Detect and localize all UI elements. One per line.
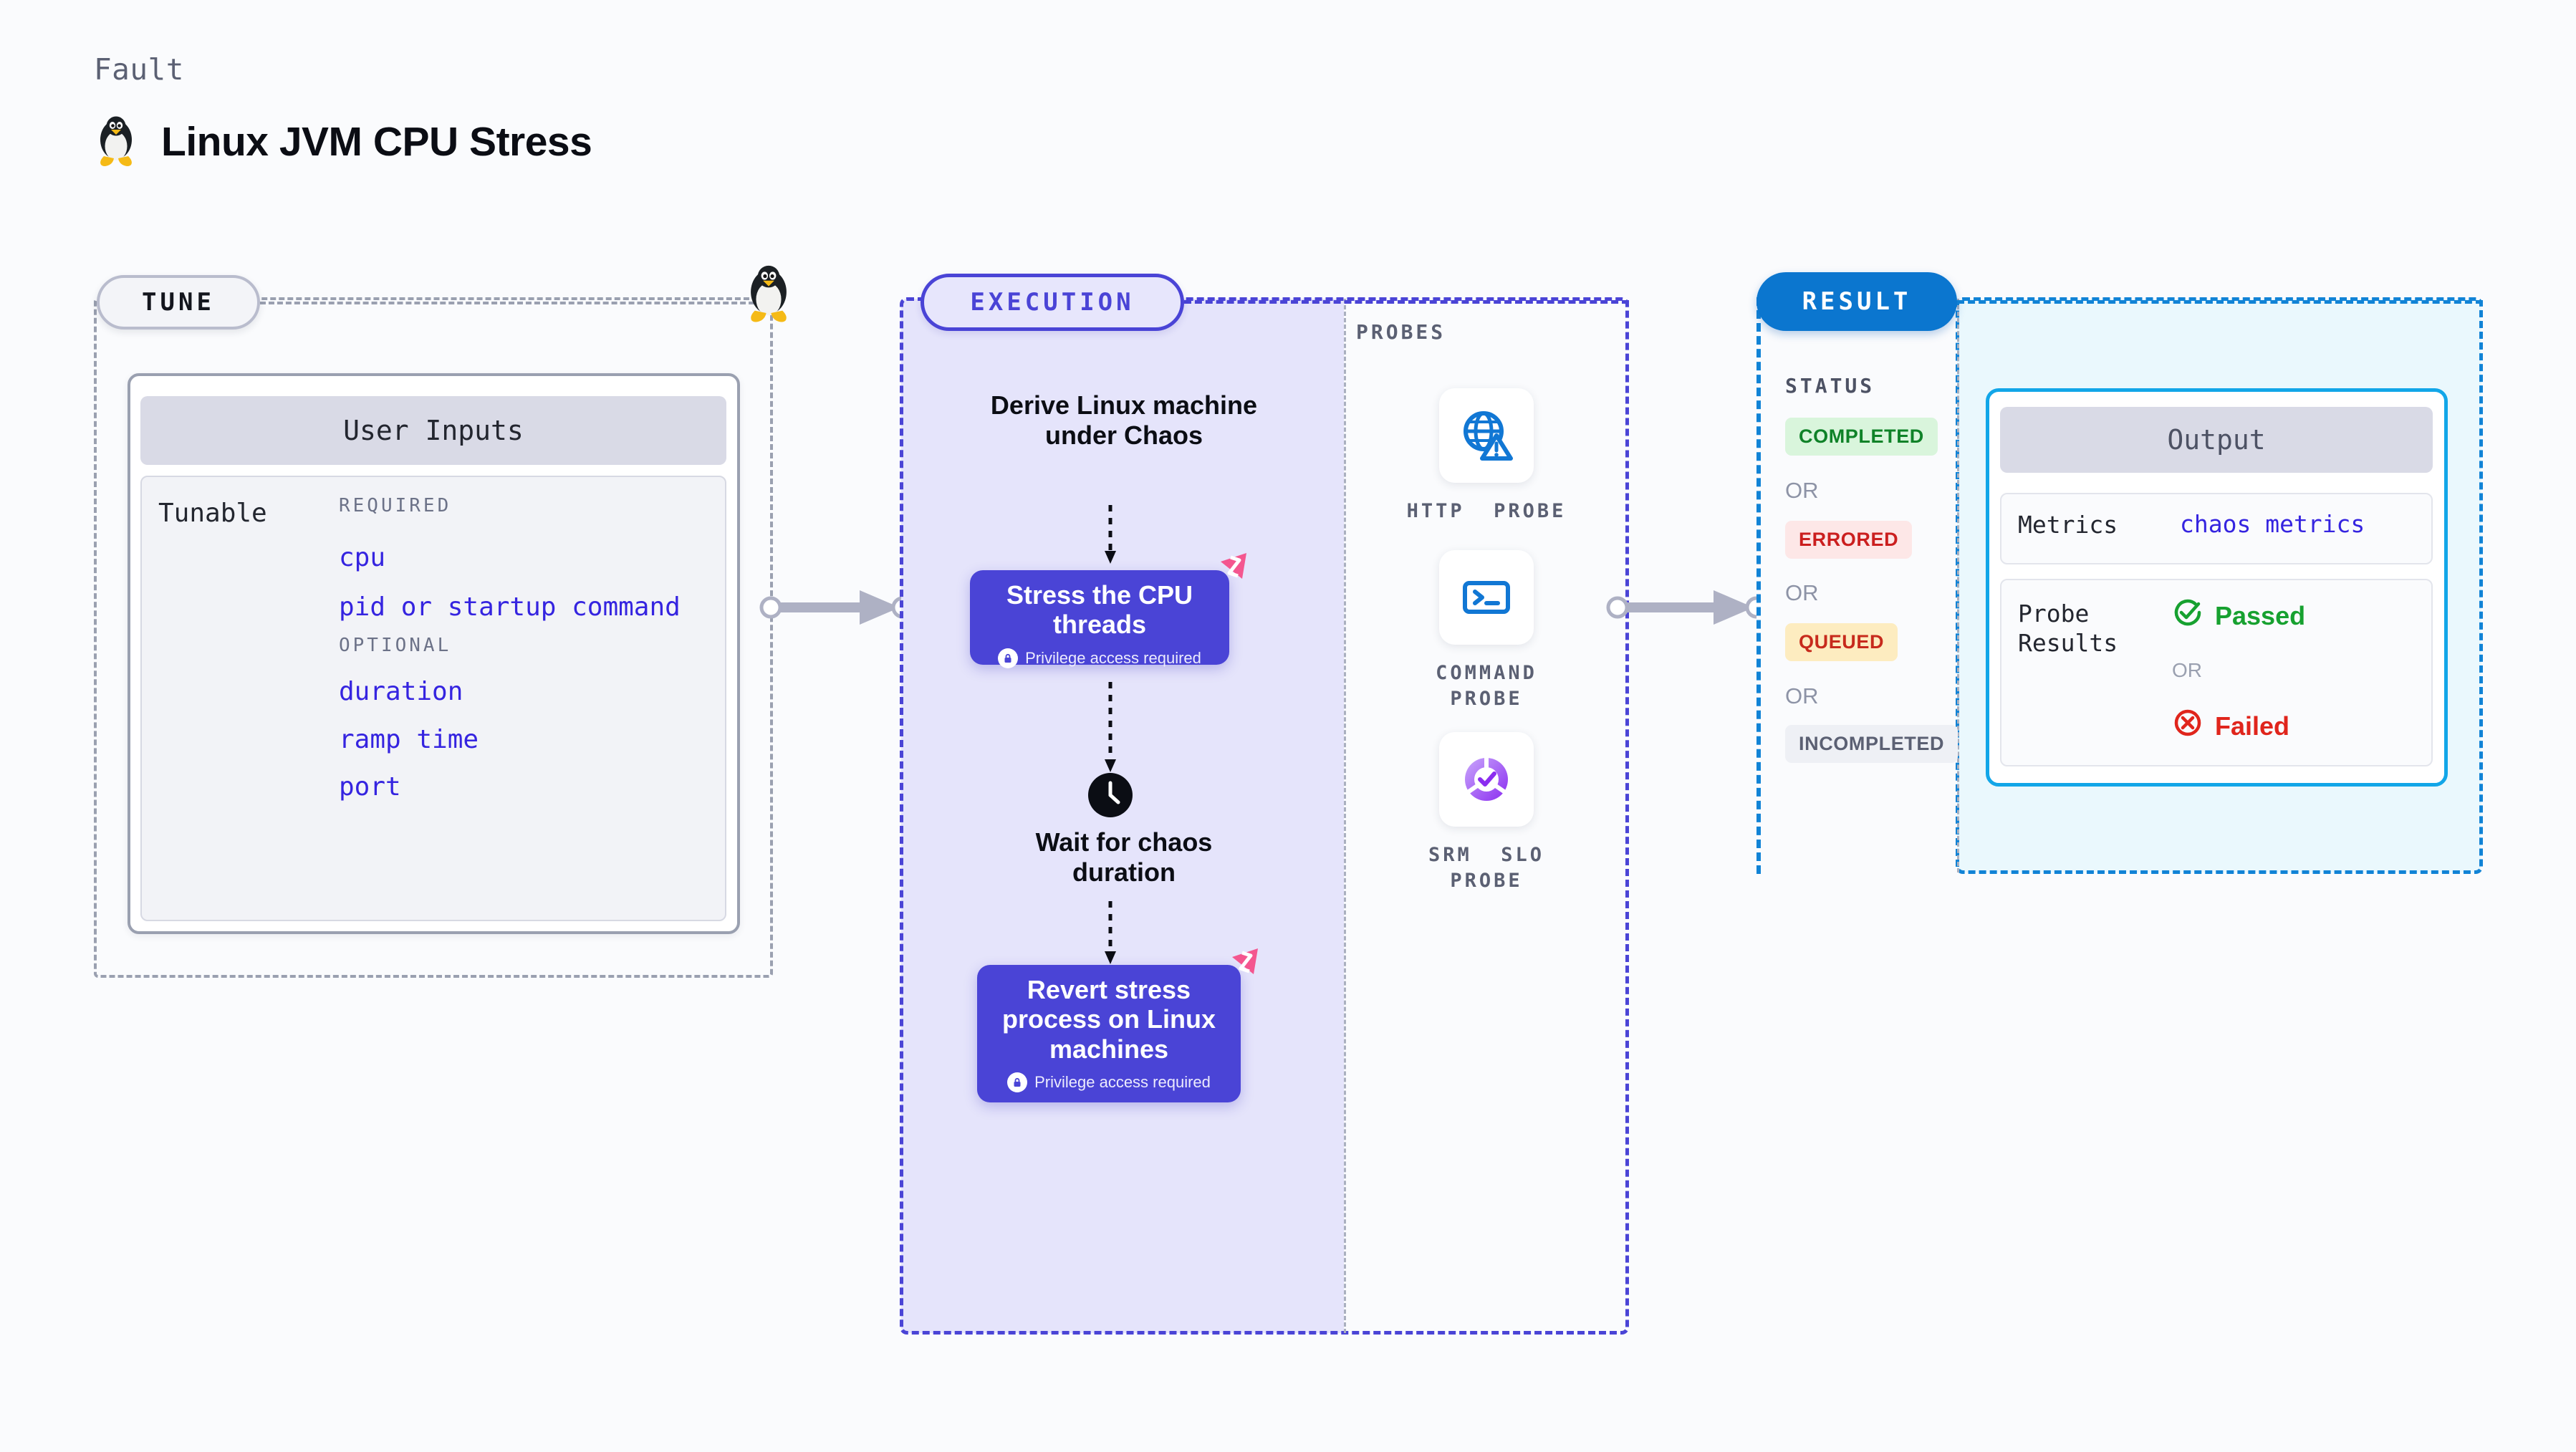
tunable-label: Tunable [158, 499, 267, 528]
status-or-0: OR [1785, 478, 1819, 503]
optional-group-label: OPTIONAL [339, 635, 452, 656]
probe-result-failed: Failed [2172, 707, 2289, 745]
user-inputs-body [140, 476, 726, 921]
result-left-dash [1756, 297, 1761, 874]
required-group-label: REQUIRED [339, 495, 452, 516]
status-divider [1957, 299, 1959, 872]
probe-result-or: OR [2172, 659, 2202, 681]
execution-step-derive-line2: under Chaos [1044, 420, 1203, 451]
execution-fill [901, 299, 1344, 1333]
globe-warning-icon [1439, 388, 1534, 483]
status-badge-errored: ERRORED [1785, 521, 1913, 559]
litmus-logo-icon [1211, 544, 1255, 592]
tunable-duration[interactable]: duration [339, 677, 463, 706]
arrow-derive-to-stress [1101, 505, 1120, 570]
execution-step-derive-line1: Derive Linux machine [990, 390, 1258, 420]
connector-tune-to-execution [759, 586, 917, 629]
output-metrics-row [2000, 493, 2433, 564]
status-section-label: STATUS [1785, 374, 1875, 398]
tunable-pid-or-startup-command[interactable]: pid or startup command [339, 592, 681, 622]
probe-result-failed-label: Failed [2215, 711, 2290, 741]
arrow-wait-to-revert [1101, 901, 1120, 971]
litmus-logo-icon [1222, 940, 1267, 988]
execution-step-wait-line2: duration [1072, 857, 1176, 888]
execution-step-derive: Derive Linux machine under Chaos [949, 390, 1299, 451]
arrow-stress-to-wait [1101, 682, 1120, 779]
status-column-bg [1756, 297, 1959, 874]
status-badge-incompleted: INCOMPLETED [1785, 725, 1959, 763]
execution-panel [900, 297, 1629, 1335]
tunable-port[interactable]: port [339, 772, 401, 802]
output-title: Output [2000, 407, 2433, 473]
lock-icon [1007, 1072, 1028, 1093]
execution-node-revert-sub: Privilege access required [977, 1072, 1241, 1093]
lock-icon [998, 648, 1019, 668]
execution-top-dash [1184, 300, 1629, 304]
execution-step-wait: Wait for chaos duration [992, 827, 1256, 888]
execution-node-revert-sub-text: Privilege access required [1034, 1073, 1211, 1092]
status-or-1: OR [1785, 580, 1819, 605]
probe-result-passed: Passed [2172, 597, 2305, 635]
execution-step-wait-line1: Wait for chaos [1035, 827, 1213, 857]
result-stage-badge[interactable]: RESULT [1756, 272, 1957, 331]
fault-kicker: Fault [94, 52, 184, 87]
status-badge-completed: COMPLETED [1785, 418, 1938, 456]
x-circle-icon [2172, 707, 2203, 745]
fault-title-row: Linux JVM CPU Stress [94, 115, 592, 169]
user-inputs-title: User Inputs [140, 396, 726, 465]
output-metrics-value[interactable]: chaos metrics [2180, 510, 2365, 538]
tunable-cpu[interactable]: cpu [339, 543, 386, 572]
probes-section-label: PROBES [1356, 320, 1446, 344]
slo-donut-check-icon [1439, 732, 1534, 827]
status-badge-queued: QUEUED [1785, 623, 1898, 661]
connector-execution-to-result [1606, 586, 1771, 629]
result-top-dash [1957, 300, 2483, 304]
output-probe-results-row [2000, 579, 2433, 766]
tux-penguin-icon [94, 115, 138, 169]
probe-http[interactable]: HTTP PROBE [1397, 388, 1576, 524]
tune-panel [94, 297, 773, 978]
tune-stage-badge[interactable]: TUNE [97, 275, 260, 330]
output-metrics-key: Metrics [2018, 511, 2118, 539]
tune-top-dash [260, 302, 772, 304]
status-or-2: OR [1785, 683, 1819, 708]
page-title: Linux JVM CPU Stress [161, 119, 592, 165]
terminal-icon [1439, 550, 1534, 645]
check-circle-icon [2172, 597, 2203, 635]
probe-result-passed-label: Passed [2215, 600, 2306, 630]
tunable-ramp-time[interactable]: ramp time [339, 725, 479, 754]
clock-icon [1087, 772, 1133, 822]
execution-stage-badge[interactable]: EXECUTION [921, 274, 1184, 331]
tux-penguin-icon [743, 264, 794, 329]
probe-http-label: HTTP PROBE [1406, 500, 1567, 522]
probes-divider [1344, 299, 1346, 1333]
execution-node-stress-sub: Privilege access required [970, 648, 1229, 668]
execution-node-stress-sub-text: Privilege access required [1025, 648, 1201, 667]
